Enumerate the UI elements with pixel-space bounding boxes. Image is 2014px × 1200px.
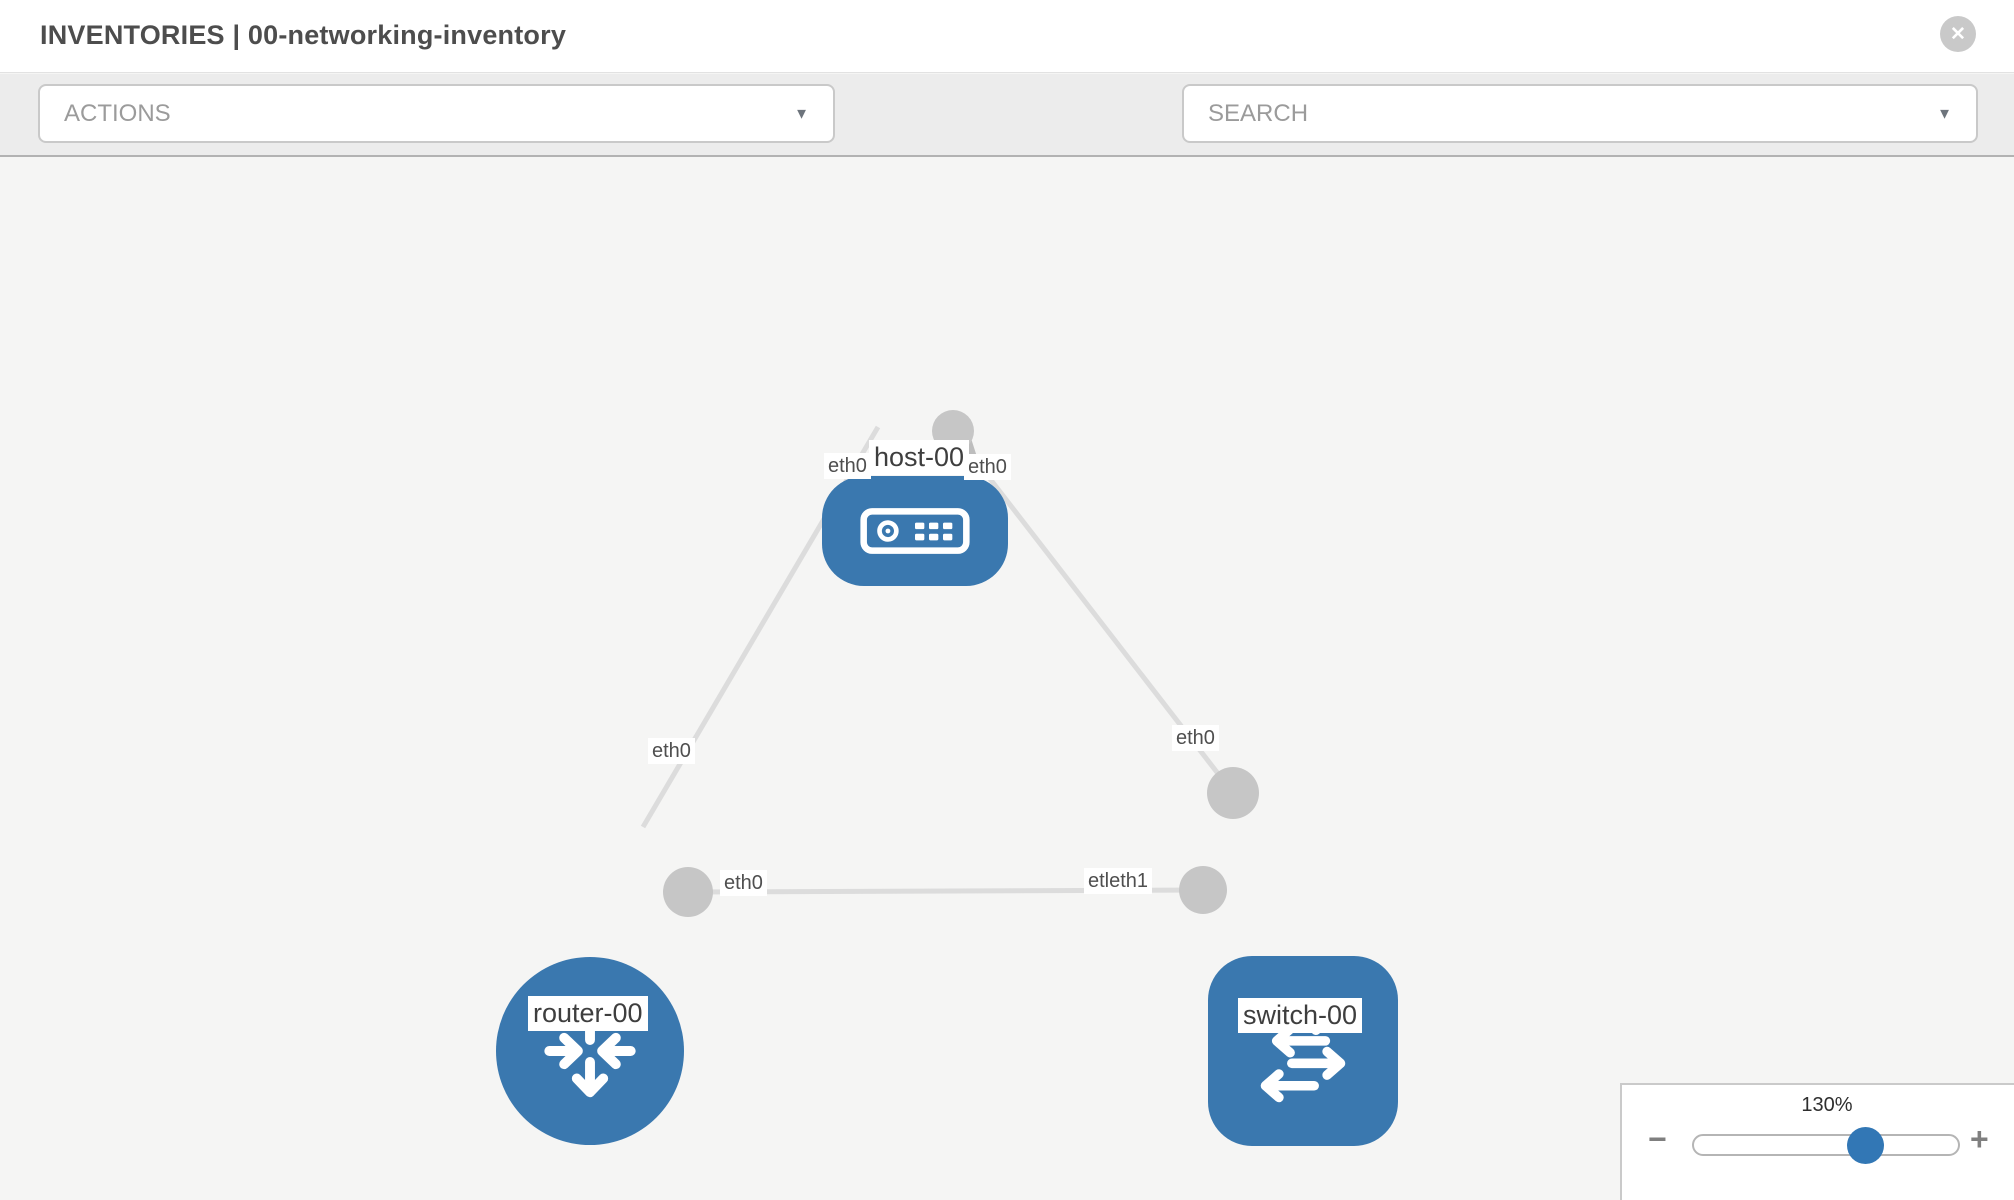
node-router-00[interactable]	[496, 957, 684, 1145]
host-icon	[860, 508, 970, 554]
chevron-down-icon: ▼	[794, 105, 809, 122]
zoom-level-value: 130%	[1801, 1094, 1853, 1116]
iface-label-switch-eth1: etleth1	[1084, 868, 1153, 894]
chevron-down-icon: ▼	[1937, 105, 1952, 122]
zoom-in-button[interactable]: +	[1970, 1121, 1989, 1158]
search-placeholder: SEARCH	[1208, 99, 1309, 127]
actions-dropdown[interactable]: ACTIONS ▼	[38, 84, 835, 143]
close-button[interactable]: ✕	[1940, 16, 1976, 52]
zoom-slider-knob[interactable]	[1847, 1127, 1884, 1164]
iface-label-router-link-eth0: eth0	[648, 738, 695, 764]
header: INVENTORIES | 00-networking-inventory ✕	[0, 0, 2014, 73]
node-label-host-00: host-00	[869, 440, 970, 475]
toolbar: ACTIONS ▼ SEAR	[0, 74, 2014, 206]
topology-canvas[interactable]: eth0 eth0 eth0 eth0 etleth1 eth0 host-00…	[0, 159, 2014, 1200]
minus-icon: −	[1648, 1121, 1667, 1157]
page-title: INVENTORIES | 00-networking-inventory	[40, 20, 567, 50]
plus-icon: +	[1970, 1121, 1989, 1157]
node-label-router-00: router-00	[528, 996, 648, 1031]
zoom-slider-track[interactable]	[1692, 1134, 1960, 1156]
port-switch-00-eth0	[1207, 767, 1259, 819]
port-router-00-eth0	[663, 867, 713, 917]
port-switch-00-eth1	[1179, 866, 1227, 914]
topology-links-layer	[640, 410, 1259, 917]
node-switch-00[interactable]	[1208, 956, 1398, 1146]
iface-label-host-eth0-left: eth0	[824, 453, 871, 479]
close-icon: ✕	[1950, 23, 1966, 45]
iface-label-router-eth0: eth0	[720, 870, 767, 896]
zoom-out-button[interactable]: −	[1648, 1121, 1667, 1158]
actions-dropdown-label: ACTIONS	[64, 99, 171, 127]
node-label-switch-00: switch-00	[1238, 998, 1363, 1033]
iface-label-switch-eth0: eth0	[1172, 725, 1219, 751]
node-host-00[interactable]	[822, 476, 1008, 586]
zoom-control-panel: 130% − +	[1620, 1083, 2014, 1200]
iface-label-host-eth0-right: eth0	[964, 454, 1011, 480]
search-dropdown[interactable]: SEARCH ▼	[1182, 84, 1978, 143]
